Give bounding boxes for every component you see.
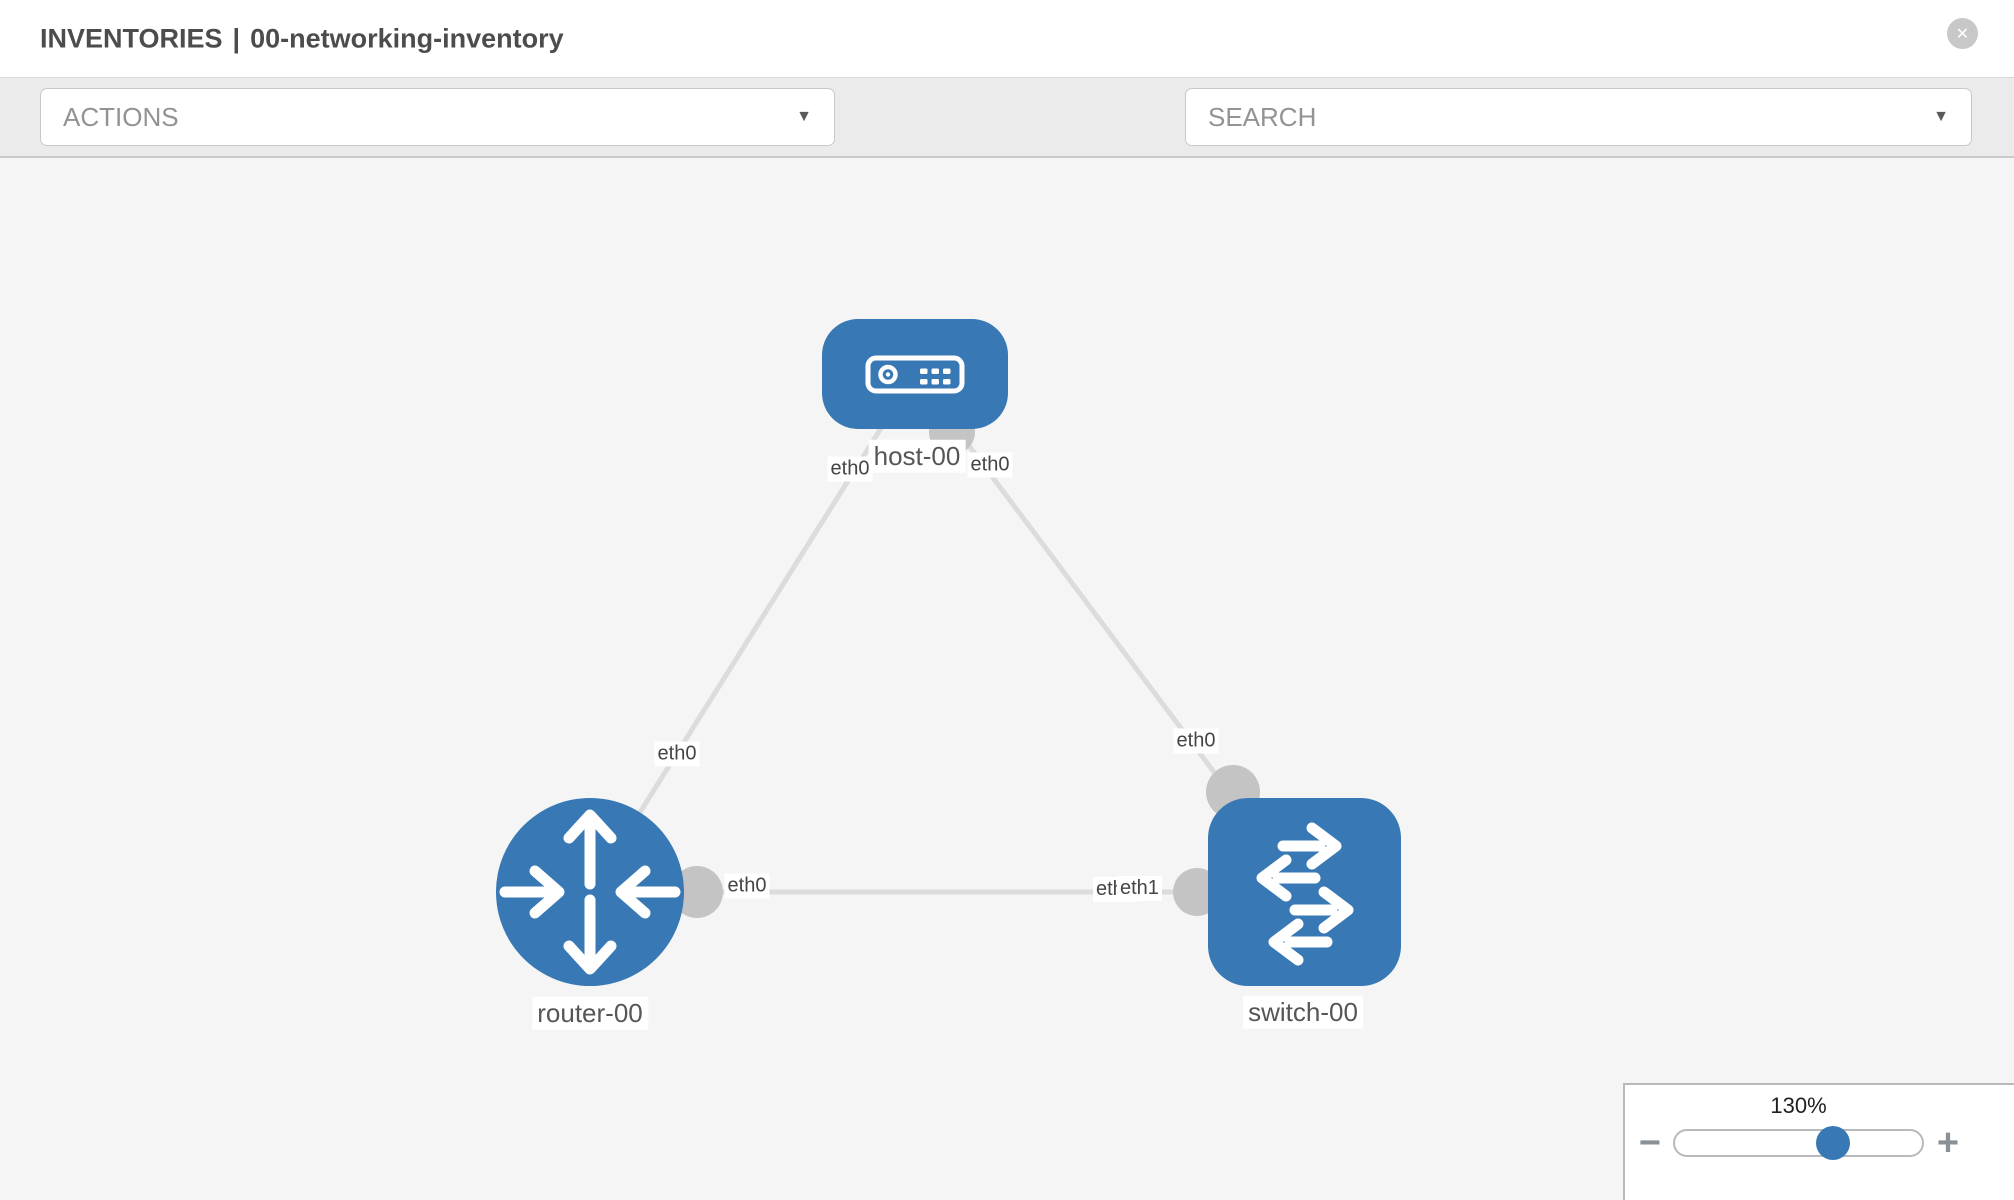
search-dropdown[interactable]: SEARCH ▼ [1185, 88, 1972, 146]
interface-ports [671, 409, 1260, 918]
iface-label-host-to-router: eth0 [827, 456, 873, 482]
host-device-icon [865, 355, 965, 394]
zoom-out-button[interactable]: − [1633, 1123, 1667, 1163]
topology-graph [496, 319, 1401, 986]
iface-label-switch-eth1: eth1 [1117, 876, 1162, 901]
chevron-down-icon: ▼ [1933, 108, 1949, 125]
minus-icon: − [1638, 1122, 1662, 1164]
switch-arrows-icon [1256, 822, 1354, 966]
close-button[interactable]: ✕ [1947, 18, 1978, 49]
inventory-name: 00-networking-inventory [250, 23, 564, 53]
zoom-slider-track[interactable] [1673, 1126, 1924, 1160]
router-arrows-icon [499, 809, 681, 975]
node-router-00[interactable] [496, 798, 684, 986]
node-host-00[interactable] [822, 319, 1008, 429]
toolbar: ACTIONS ▼ SEARCH ▼ [0, 77, 2014, 216]
iface-label-router-from-host: eth0 [654, 741, 700, 767]
chevron-down-icon: ▼ [796, 108, 812, 125]
node-label-router: router-00 [532, 996, 648, 1030]
zoom-control-panel: 130% − + [1623, 1083, 2014, 1200]
iface-label-router-to-switch: eth0 [724, 873, 770, 899]
actions-dropdown[interactable]: ACTIONS ▼ [40, 88, 835, 146]
actions-dropdown-label: ACTIONS [63, 101, 179, 132]
close-icon: ✕ [1955, 25, 1970, 43]
page-title: INVENTORIES | 00-networking-inventory [40, 23, 564, 54]
node-label-host: host-00 [868, 439, 966, 473]
node-label-switch: switch-00 [1243, 995, 1363, 1029]
iface-label-host-to-switch: eth0 [967, 452, 1013, 478]
zoom-slider-thumb[interactable] [1816, 1126, 1851, 1160]
node-switch-00[interactable] [1208, 798, 1401, 986]
breadcrumb-section: INVENTORIES [40, 23, 223, 53]
plus-icon: + [1936, 1122, 1960, 1164]
search-placeholder: SEARCH [1208, 101, 1317, 132]
zoom-level-value: 130% [1770, 1093, 1827, 1118]
topology-canvas[interactable]: host-00 router-00 switch-00 eth0 eth0 et… [0, 158, 2014, 1200]
port-router-eth0 [671, 866, 723, 918]
iface-label-switch-from-host: eth0 [1173, 728, 1219, 754]
header: INVENTORIES | 00-networking-inventory ✕ [0, 0, 2014, 77]
zoom-in-button[interactable]: + [1931, 1123, 1965, 1163]
breadcrumb-separator: | [232, 23, 241, 53]
